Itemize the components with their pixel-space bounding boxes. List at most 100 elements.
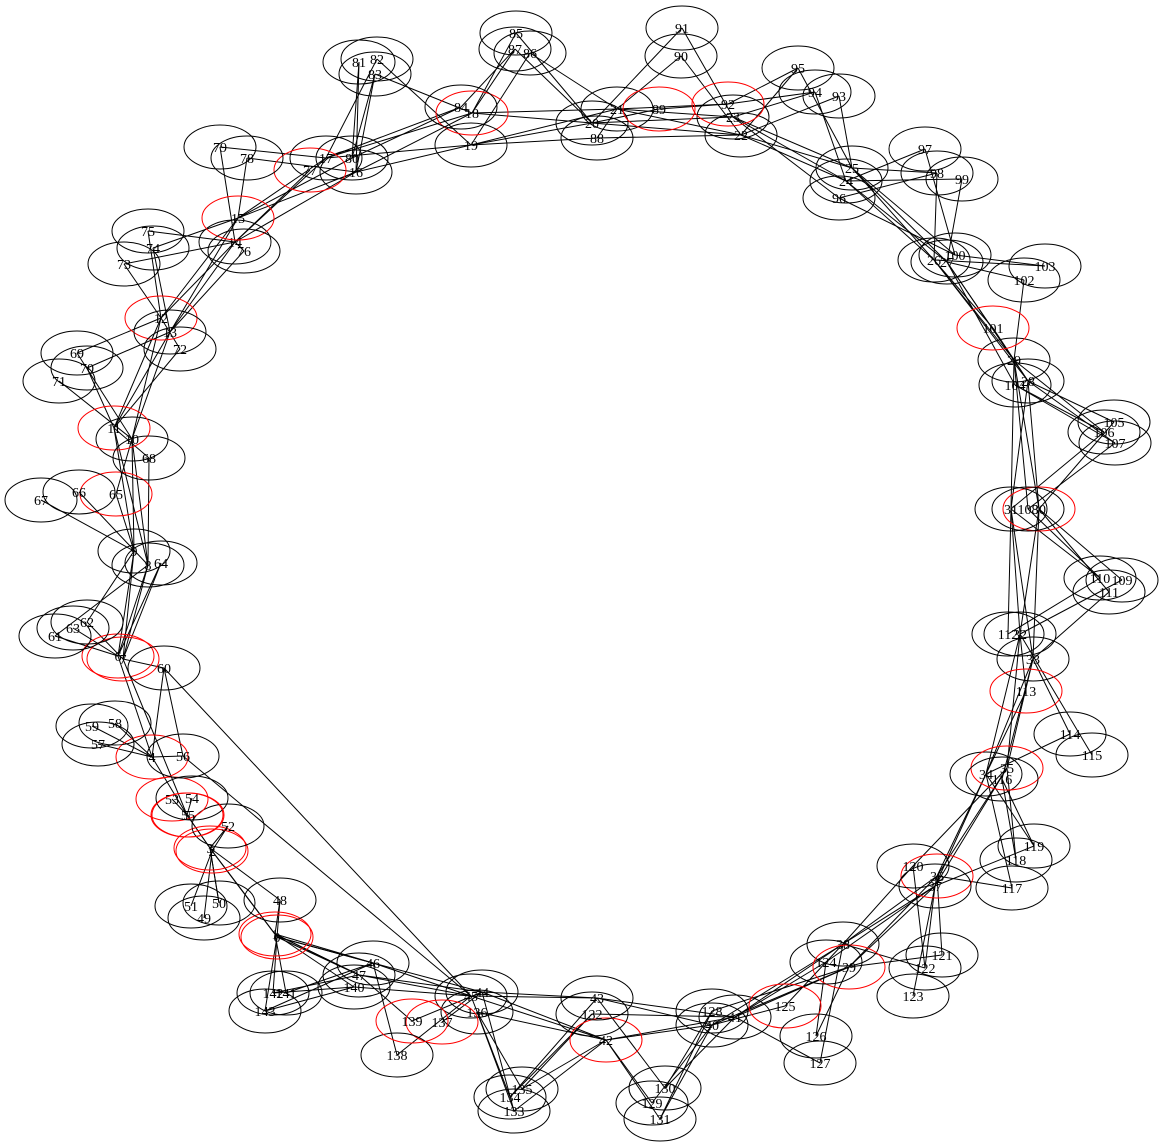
edge-96-100 bbox=[838, 197, 956, 256]
edge-10-71 bbox=[58, 380, 133, 440]
node-label: 121 bbox=[932, 949, 953, 964]
node-ellipse bbox=[77, 405, 151, 451]
node-label: 100 bbox=[945, 249, 966, 264]
edge-23-25 bbox=[732, 116, 853, 169]
node-28: 28 bbox=[991, 358, 1065, 404]
edge-9-11 bbox=[113, 427, 135, 552]
node-18: 18 bbox=[435, 90, 509, 136]
node-24: 24 bbox=[809, 158, 883, 204]
edge-16-18 bbox=[355, 112, 473, 173]
node-ellipse bbox=[79, 471, 153, 517]
edge-1-140 bbox=[274, 933, 355, 988]
node-label: 129 bbox=[642, 1097, 663, 1112]
node-ellipse bbox=[50, 599, 124, 645]
edge-112-110 bbox=[1007, 577, 1101, 635]
node-ellipse bbox=[560, 115, 634, 161]
edge-34-119 bbox=[985, 773, 1035, 847]
node-21: 21 bbox=[580, 86, 654, 132]
node-label: 91 bbox=[675, 22, 689, 37]
edge-38-125 bbox=[784, 943, 844, 1007]
edge-1-48 bbox=[274, 899, 281, 935]
node-label: 90 bbox=[674, 50, 688, 65]
node-116: 116 bbox=[965, 756, 1039, 802]
edge-18-85 bbox=[471, 32, 517, 114]
edge-40-43 bbox=[596, 997, 713, 1026]
edge-29-106 bbox=[1013, 359, 1105, 433]
node-36: 36 bbox=[900, 853, 974, 899]
edge-14-75 bbox=[147, 230, 236, 243]
node-label: 59 bbox=[85, 720, 99, 735]
edge-12-14 bbox=[160, 241, 236, 319]
edge-43-45 bbox=[470, 995, 598, 999]
edge-0-143 bbox=[264, 936, 278, 1012]
node-ellipse bbox=[761, 45, 835, 91]
node-50: 50 bbox=[182, 880, 256, 926]
edge-24-97 bbox=[845, 148, 926, 182]
edge-11-70 bbox=[86, 367, 115, 429]
edge-140-142 bbox=[272, 986, 355, 994]
edge-16-19 bbox=[355, 144, 472, 173]
node-label: 118 bbox=[1006, 854, 1026, 869]
node-ellipse bbox=[888, 945, 962, 991]
edge-89-92 bbox=[658, 103, 729, 110]
edge-4-60 bbox=[151, 667, 165, 758]
node-138: 138 bbox=[360, 1032, 434, 1078]
node-label: 47 bbox=[352, 969, 366, 984]
edge-14-73 bbox=[123, 241, 236, 265]
node-label: 103 bbox=[1035, 260, 1056, 275]
node-100: 100 bbox=[918, 232, 992, 278]
edge-38-41 bbox=[734, 943, 844, 1018]
node-109: 109 bbox=[1085, 557, 1159, 603]
edge-3-48 bbox=[209, 847, 281, 901]
node-86: 86 bbox=[493, 30, 567, 76]
node-87: 87 bbox=[478, 26, 552, 72]
node-label: 94 bbox=[808, 86, 822, 101]
node-ellipse bbox=[789, 939, 863, 985]
node-57: 57 bbox=[61, 721, 135, 767]
node-label: 48 bbox=[273, 894, 287, 909]
node-33: 33 bbox=[996, 636, 1070, 682]
node-label: 30 bbox=[1032, 503, 1046, 518]
node-label: 17 bbox=[319, 152, 333, 167]
node-29: 29 bbox=[977, 337, 1051, 383]
node-label: 21 bbox=[610, 103, 624, 118]
node-16: 16 bbox=[319, 149, 393, 195]
edge-20-23 bbox=[591, 116, 734, 124]
node-label: 139 bbox=[402, 1015, 423, 1030]
node-label: 112 bbox=[998, 628, 1018, 643]
edge-26-98 bbox=[933, 172, 938, 261]
node-70: 70 bbox=[50, 345, 124, 391]
node-label: 10 bbox=[125, 433, 139, 448]
edge-8-66 bbox=[78, 491, 149, 566]
node-label: 28 bbox=[1021, 375, 1035, 390]
edge-45-47 bbox=[358, 974, 472, 997]
node-111: 111 bbox=[1072, 569, 1146, 615]
edge-45-56 bbox=[182, 755, 472, 997]
edge-6-63 bbox=[72, 627, 119, 657]
node-ellipse bbox=[182, 880, 256, 926]
edge-45-140 bbox=[353, 986, 472, 997]
edge-41-127 bbox=[734, 1016, 821, 1064]
edge-31-106 bbox=[1010, 431, 1105, 510]
edge-33-34 bbox=[985, 658, 1034, 775]
edge-30-111 bbox=[1038, 508, 1110, 593]
node-label: 125 bbox=[775, 1000, 796, 1015]
node-label: 116 bbox=[992, 773, 1012, 788]
node-label: 51 bbox=[184, 900, 198, 915]
node-label: 66 bbox=[72, 486, 86, 501]
edge-41-130 bbox=[664, 1016, 736, 1089]
node-ellipse bbox=[802, 73, 876, 119]
node-135: 135 bbox=[485, 1066, 559, 1112]
node-label: 27 bbox=[940, 256, 954, 271]
node-67: 67 bbox=[4, 477, 78, 523]
node-61: 61 bbox=[18, 613, 92, 659]
edge-43-130 bbox=[596, 997, 666, 1089]
node-25: 25 bbox=[815, 145, 889, 191]
node-label: 83 bbox=[368, 68, 382, 83]
edge-34-117 bbox=[985, 773, 1013, 889]
node-30: 30 bbox=[1002, 486, 1076, 532]
edge-45-46 bbox=[372, 962, 472, 997]
node-label: 88 bbox=[590, 132, 604, 147]
node-label: 97 bbox=[918, 143, 932, 158]
